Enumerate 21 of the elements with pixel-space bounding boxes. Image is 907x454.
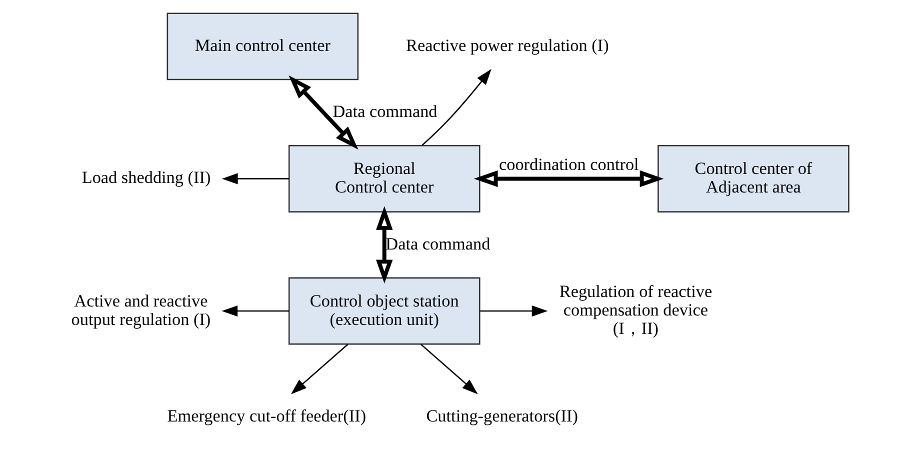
arrow (474, 170, 664, 188)
node-text: Reactive power regulation (I) (406, 36, 609, 55)
arrow (290, 344, 348, 394)
node-text: Active and reactive output regulation (I) (71, 291, 211, 329)
node-text: Load shedding (II) (82, 168, 211, 188)
arrow (222, 305, 289, 317)
node-text: Regulation of reactive compensation device (I，II) (559, 282, 712, 338)
arrow (288, 75, 358, 150)
node-box: Regional Control center (288, 144, 480, 212)
edge-label: Data command (332, 102, 438, 122)
arrow (376, 206, 393, 284)
edge-label: coordination control (498, 154, 639, 174)
arrow (222, 173, 290, 184)
node-box: Control center of Adjacent area (658, 144, 850, 212)
node-text: Emergency cut-off feeder(II) (167, 406, 366, 426)
node-text: Cutting-generators(II) (426, 406, 578, 426)
arrow (480, 305, 548, 317)
arrow (422, 68, 492, 146)
arrow (420, 344, 478, 394)
node-box: Control object station (execution unit) (288, 277, 480, 345)
node-box: Main control center (166, 12, 359, 80)
